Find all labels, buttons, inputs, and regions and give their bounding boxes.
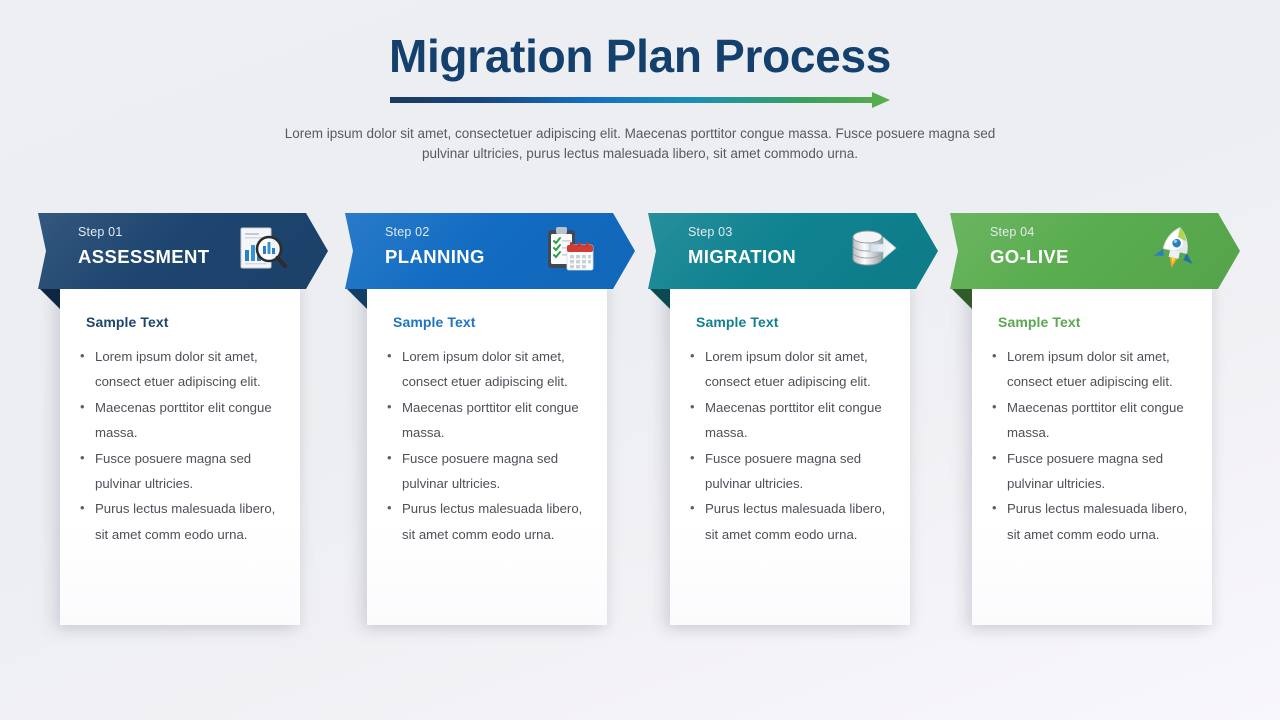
step-card: Sample Text Lorem ipsum dolor sit amet, … [60,282,300,625]
list-item: Purus lectus malesuada libero, sit amet … [684,495,899,547]
gradient-right-arrow-icon [390,92,890,108]
bullet-list: Lorem ipsum dolor sit amet, consect etue… [684,343,899,547]
step-banner[interactable]: Step 01 ASSESSMENT [38,213,328,289]
step-card: Sample Text Lorem ipsum dolor sit amet, … [670,282,910,625]
step-title: GO-LIVE [990,246,1069,267]
step-title: MIGRATION [688,246,797,267]
process-steps-row: Sample Text Lorem ipsum dolor sit amet, … [0,213,1280,643]
process-step-go-live[interactable]: Sample Text Lorem ipsum dolor sit amet, … [950,213,1250,643]
list-item: Purus lectus malesuada libero, sit amet … [74,495,289,547]
card-title: Sample Text [998,314,1081,330]
page-header: Migration Plan Process Lorem ipsum dolor… [0,28,1280,164]
banner-sheen [950,213,1240,289]
card-title: Sample Text [86,314,169,330]
step-card: Sample Text Lorem ipsum dolor sit amet, … [972,282,1212,625]
step-banner[interactable]: Step 03 MIGRATION [648,213,938,289]
step-title: PLANNING [385,246,485,267]
card-title: Sample Text [393,314,476,330]
step-number-label: Step 04 [990,225,1035,239]
document-chart-magnifier-icon [236,224,290,278]
list-item: Maecenas porttitor elit congue massa. [684,394,899,446]
page-subtitle: Lorem ipsum dolor sit amet, consectetuer… [284,126,996,161]
bullet-list: Lorem ipsum dolor sit amet, consect etue… [74,343,289,547]
bullet-list: Lorem ipsum dolor sit amet, consect etue… [986,343,1201,547]
ribbon-fold [952,289,972,309]
arrow-bar [390,97,874,103]
rocket-icon [1148,224,1202,278]
process-step-planning[interactable]: Sample Text Lorem ipsum dolor sit amet, … [345,213,645,643]
step-title: ASSESSMENT [78,246,210,267]
page-title: Migration Plan Process [388,30,892,82]
step-number-label: Step 03 [688,225,733,239]
arrow-head [872,92,890,108]
step-banner[interactable]: Step 02 PLANNING [345,213,635,289]
bullet-list: Lorem ipsum dolor sit amet, consect etue… [381,343,596,547]
clipboard-calendar-icon [543,224,597,278]
process-step-migration[interactable]: Sample Text Lorem ipsum dolor sit amet, … [648,213,948,643]
step-banner[interactable]: Step 04 GO-LIVE [950,213,1240,289]
list-item: Maecenas porttitor elit congue massa. [74,394,289,446]
list-item: Fusce posuere magna sed pulvinar ultrici… [381,445,596,497]
list-item: Lorem ipsum dolor sit amet, consect etue… [381,343,596,395]
list-item: Lorem ipsum dolor sit amet, consect etue… [986,343,1201,395]
ribbon-fold [347,289,367,309]
list-item: Fusce posuere magna sed pulvinar ultrici… [74,445,289,497]
ribbon-fold [40,289,60,309]
step-number-label: Step 02 [385,225,430,239]
list-item: Fusce posuere magna sed pulvinar ultrici… [684,445,899,497]
database-arrow-icon [846,224,900,278]
step-card: Sample Text Lorem ipsum dolor sit amet, … [367,282,607,625]
list-item: Purus lectus malesuada libero, sit amet … [986,495,1201,547]
list-item: Purus lectus malesuada libero, sit amet … [381,495,596,547]
process-step-assessment[interactable]: Sample Text Lorem ipsum dolor sit amet, … [38,213,338,643]
card-title: Sample Text [696,314,779,330]
list-item: Maecenas porttitor elit congue massa. [986,394,1201,446]
list-item: Lorem ipsum dolor sit amet, consect etue… [74,343,289,395]
list-item: Maecenas porttitor elit congue massa. [381,394,596,446]
list-item: Fusce posuere magna sed pulvinar ultrici… [986,445,1201,497]
step-number-label: Step 01 [78,225,123,239]
ribbon-fold [650,289,670,309]
list-item: Lorem ipsum dolor sit amet, consect etue… [684,343,899,395]
